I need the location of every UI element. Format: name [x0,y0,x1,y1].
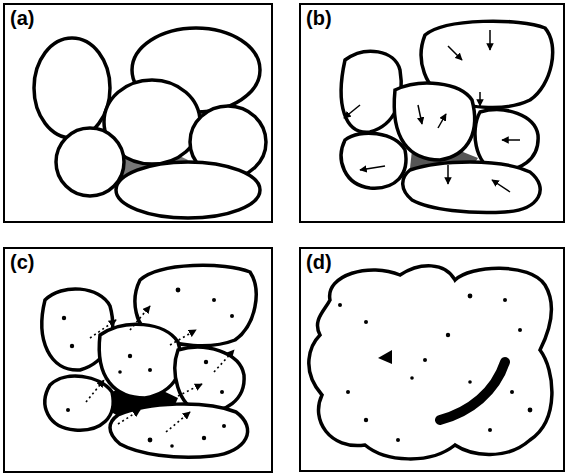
diffusion-arrows [86,306,234,432]
shrinkage-arrows [344,30,520,192]
panel-frame: (c) [3,247,273,473]
necking-particles [42,265,256,457]
panel-label: (c) [8,251,36,273]
panel-label: (b) [304,7,334,29]
panel-frame: (a) [3,3,273,223]
loose-particles [34,28,266,218]
panel-label: (a) [8,7,36,29]
sintered-body [309,266,552,459]
panel-label: (d) [304,251,334,273]
panel-frame: (b) [299,3,565,223]
panel-frame: (d) [299,247,565,472]
compacting-particles [341,21,553,212]
vacancy-dots [62,288,234,448]
